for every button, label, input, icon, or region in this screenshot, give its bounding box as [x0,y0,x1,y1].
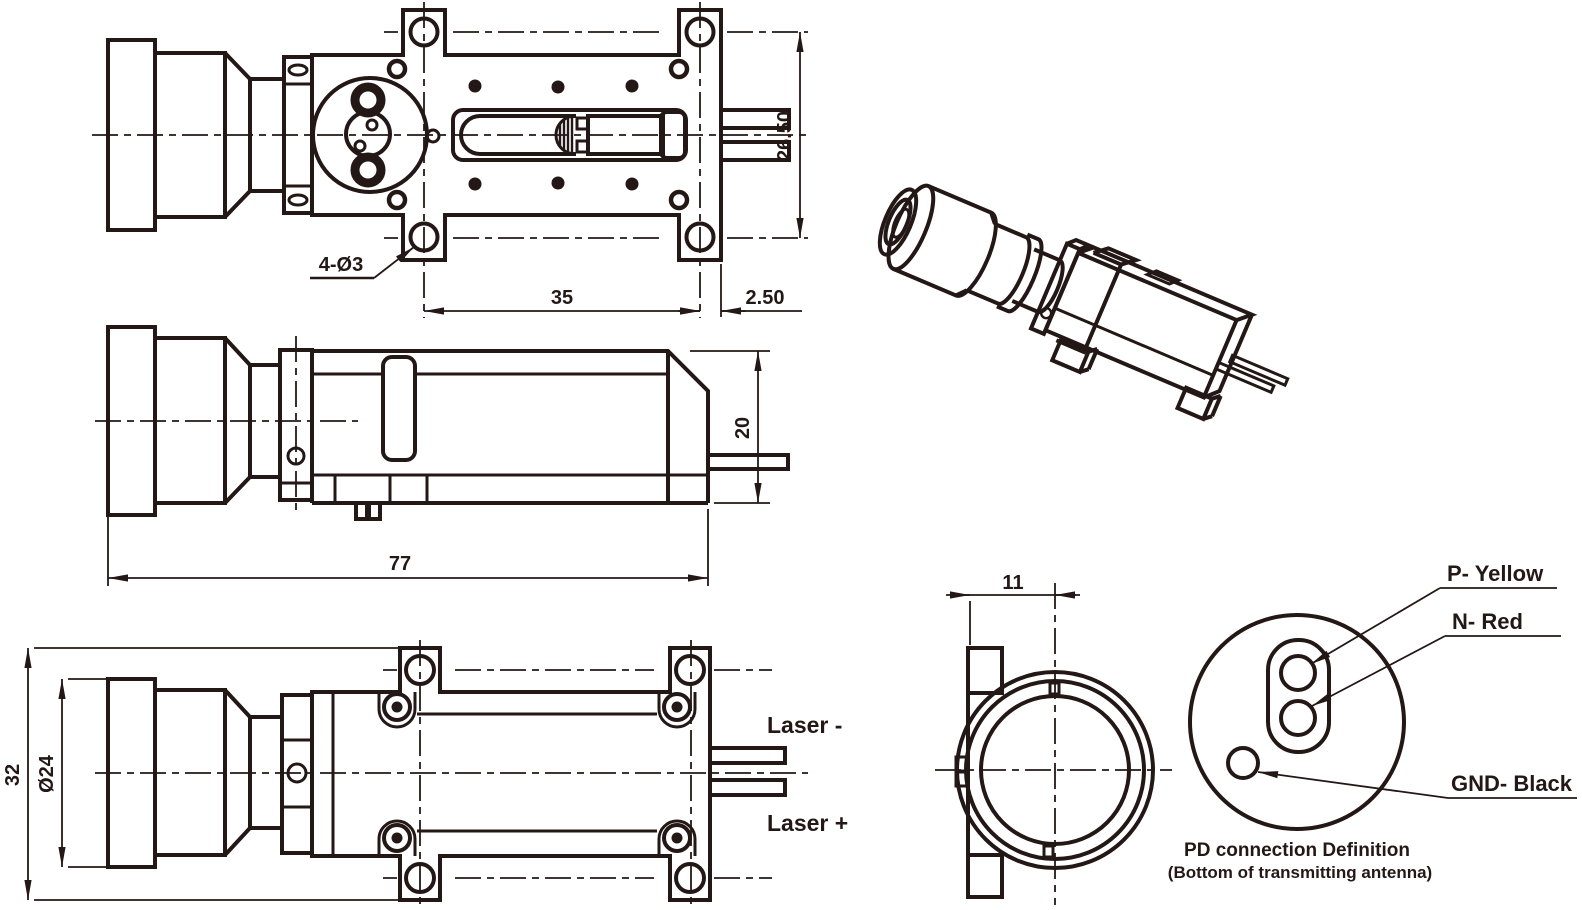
pd-base-circle [1188,613,1406,831]
pd-leaders [1257,587,1577,799]
pd-pin-gnd [1226,746,1260,780]
bottom-lens-barrel [106,677,314,869]
dim-2-50: 2.50 [746,287,785,309]
side-lens-barrel [106,325,314,517]
dim-26-50: 26.50 [774,111,796,161]
side-dimensions: 20 77 [107,350,770,586]
dim-dia24: Ø24 [36,754,58,793]
dim-35: 35 [551,287,573,309]
top-body-plate [310,8,723,262]
iso-lens [877,183,1065,315]
end-view-centerlines [935,583,1172,905]
side-view-centerlines [95,336,358,516]
dim-77: 77 [389,553,411,575]
dim-20: 20 [732,417,754,439]
top-view: 35 2.50 26.50 4-Ø3 [92,2,808,318]
laser-minus-label: Laser - [767,712,842,738]
top-view-centerlines [92,2,808,318]
iso-body [1028,237,1258,422]
top-lens-barrel [106,38,314,232]
pd-pin-n [1279,699,1317,737]
pd-pin-p [1279,654,1317,692]
end-flange-bar [954,646,1004,899]
pd-label-gnd: GND- Black [1451,771,1573,796]
top-leads [719,108,791,162]
pd-caption-line1: PD connection Definition [1184,840,1410,861]
pd-label-n: N- Red [1452,609,1523,634]
isometric-view [877,183,1290,422]
top-tab-holes [408,16,716,253]
pd-label-p: P- Yellow [1447,561,1544,586]
dim-11: 11 [1002,572,1023,594]
dim-4-holes: 4-Ø3 [319,254,363,276]
side-lead [706,453,790,471]
pd-caption-line2: (Bottom of transmitting antenna) [1168,863,1432,882]
bottom-dimensions: Ø24 32 [2,647,442,901]
bottom-view: Laser - Laser + Ø24 32 [2,640,848,908]
pd-connection-diagram: P- Yellow N- Red GND- Black PD connectio… [1168,561,1577,882]
top-center-slot [451,108,688,162]
bottom-tab-holes [404,654,706,894]
top-dimensions: 35 2.50 26.50 4-Ø3 [310,32,804,317]
dim-32: 32 [2,764,24,786]
top-tocan [311,76,441,194]
top-screw-holes [386,58,690,211]
end-view: 11 [935,572,1172,905]
laser-plus-label: Laser + [767,810,848,836]
bottom-screw-bosses [377,692,697,856]
bottom-leads [708,746,787,797]
side-view: 20 77 [95,325,790,586]
end-dimensions: 11 [946,572,1080,645]
end-lens-rings [955,670,1155,870]
iso-pins [1213,353,1290,395]
side-body [310,349,790,521]
bottom-view-centerlines [95,640,808,908]
bottom-body-plate [310,646,712,902]
